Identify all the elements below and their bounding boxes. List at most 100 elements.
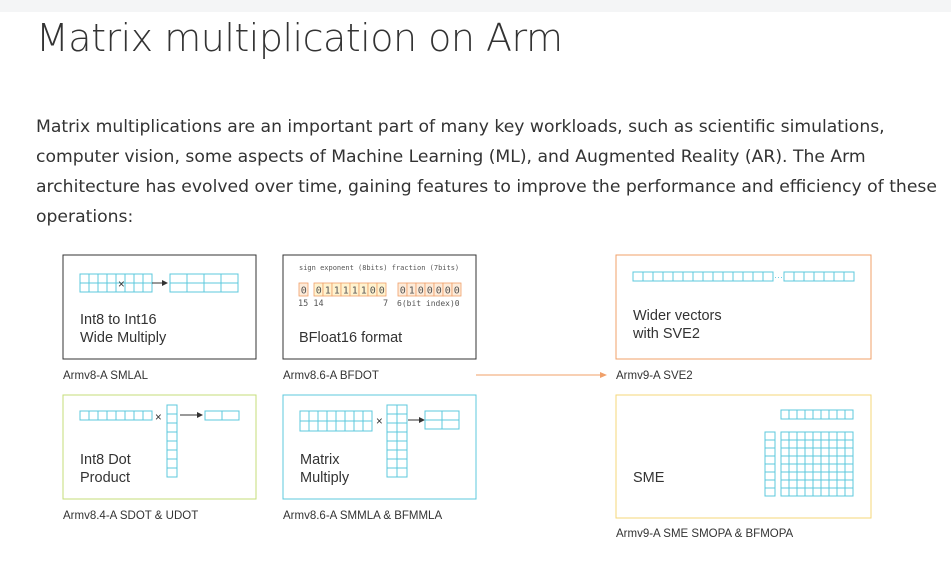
result-vector-icon: [204, 410, 240, 421]
grid-cell: [780, 431, 790, 441]
grid-cell: [204, 410, 223, 421]
box-label: Int8 to Int16: [80, 312, 157, 328]
grid-cell: [220, 282, 239, 293]
grid-cell: [804, 463, 814, 473]
grid-cell: [788, 471, 798, 481]
grid-cell: [788, 463, 798, 473]
grid-cell: [836, 487, 846, 497]
grid-cell: [844, 409, 854, 420]
grid-cell: [672, 271, 684, 282]
sme-row-vector-icon: [780, 409, 854, 420]
grid-cell: [764, 471, 776, 481]
grid-cell: [833, 271, 845, 282]
grid-cell: [762, 271, 774, 282]
grid-cell: [796, 409, 806, 420]
column-vector-icon: [166, 404, 178, 478]
box-sme: SME: [615, 394, 872, 519]
bit-value: 0: [400, 286, 406, 297]
box-sve2: ··· Wider vectors with SVE2: [615, 254, 872, 360]
grid-cell: [780, 471, 790, 481]
grid-cell: [804, 447, 814, 457]
matrix-a-icon: [299, 410, 373, 432]
grid-cell: [820, 479, 830, 489]
grid-cell: [133, 282, 144, 293]
grid-cell: [97, 410, 108, 421]
grid-cell: [780, 455, 790, 465]
grid-cell: [804, 409, 814, 420]
vector-left-icon: [79, 273, 153, 293]
grid-cell: [820, 463, 830, 473]
grid-cell: [79, 273, 90, 284]
bit-value: 0: [436, 286, 442, 297]
grid-cell: [828, 471, 838, 481]
grid-cell: [396, 422, 408, 433]
grid-cell: [796, 431, 806, 441]
grid-cell: [780, 409, 790, 420]
grid-cell: [804, 439, 814, 449]
grid-cell: [780, 463, 790, 473]
grid-cell: [169, 273, 188, 284]
bit-value: 0: [445, 286, 451, 297]
grid-cell: [796, 487, 806, 497]
grid-cell: [804, 487, 814, 497]
grid-cell: [836, 463, 846, 473]
grid-cell: [692, 271, 704, 282]
caption: Armv8-A SMLAL: [63, 370, 149, 382]
grid-cell: [844, 487, 854, 497]
grid-cell: [764, 479, 776, 489]
grid-cell: [124, 410, 135, 421]
grid-cell: [780, 447, 790, 457]
grid-cell: [844, 431, 854, 441]
box-int8-int16: × Int8 to Int16 Wide Multiply: [62, 254, 257, 360]
grid-cell: [386, 404, 398, 415]
grid-cell: [362, 420, 373, 432]
grid-cell: [828, 439, 838, 449]
box-label: Product: [80, 470, 130, 486]
grid-cell: [828, 409, 838, 420]
bit-value: 0: [427, 286, 433, 297]
grid-cell: [662, 271, 674, 282]
bit-cell: [376, 282, 387, 297]
grid-cell: [796, 479, 806, 489]
grid-cell: [220, 273, 239, 284]
grid-cell: [836, 471, 846, 481]
progress-arrow: [476, 372, 607, 378]
caption: Armv9-A SME SMOPA & BFMOPA: [616, 528, 794, 540]
grid-cell: [804, 431, 814, 441]
grid-cell: [344, 410, 355, 422]
grid-cell: [844, 463, 854, 473]
grid-cell: [796, 455, 806, 465]
grid-cell: [133, 273, 144, 284]
grid-cell: [812, 463, 822, 473]
grid-cell: [796, 447, 806, 457]
grid-cell: [386, 440, 398, 451]
bit-value: 0: [301, 286, 307, 297]
grid-cell: [796, 439, 806, 449]
grid-cell: [702, 271, 714, 282]
grid-cell: [796, 471, 806, 481]
bit-value: 1: [325, 286, 331, 297]
bit-value: 0: [454, 286, 460, 297]
grid-cell: [804, 479, 814, 489]
matrix-b-icon: [386, 404, 408, 478]
grid-cell: [326, 410, 337, 422]
grid-cell: [166, 467, 178, 478]
grid-cell: [804, 471, 814, 481]
grid-cell: [79, 410, 90, 421]
grid-cell: [79, 282, 90, 293]
grid-cell: [788, 447, 798, 457]
grid-cell: [166, 413, 178, 424]
grid-cell: [362, 410, 373, 422]
grid-cell: [124, 282, 135, 293]
grid-cell: [632, 271, 644, 282]
grid-cell: [396, 467, 408, 478]
sme-outer-product-grid-icon: [780, 431, 854, 497]
grid-cell: [353, 410, 364, 422]
grid-cell: [812, 471, 822, 481]
vector-right-icon: [169, 273, 239, 293]
grid-cell: [97, 273, 108, 284]
grid-cell: [764, 463, 776, 473]
grid-cell: [843, 271, 855, 282]
times-symbol: ×: [155, 412, 162, 424]
grid-cell: [386, 413, 398, 424]
